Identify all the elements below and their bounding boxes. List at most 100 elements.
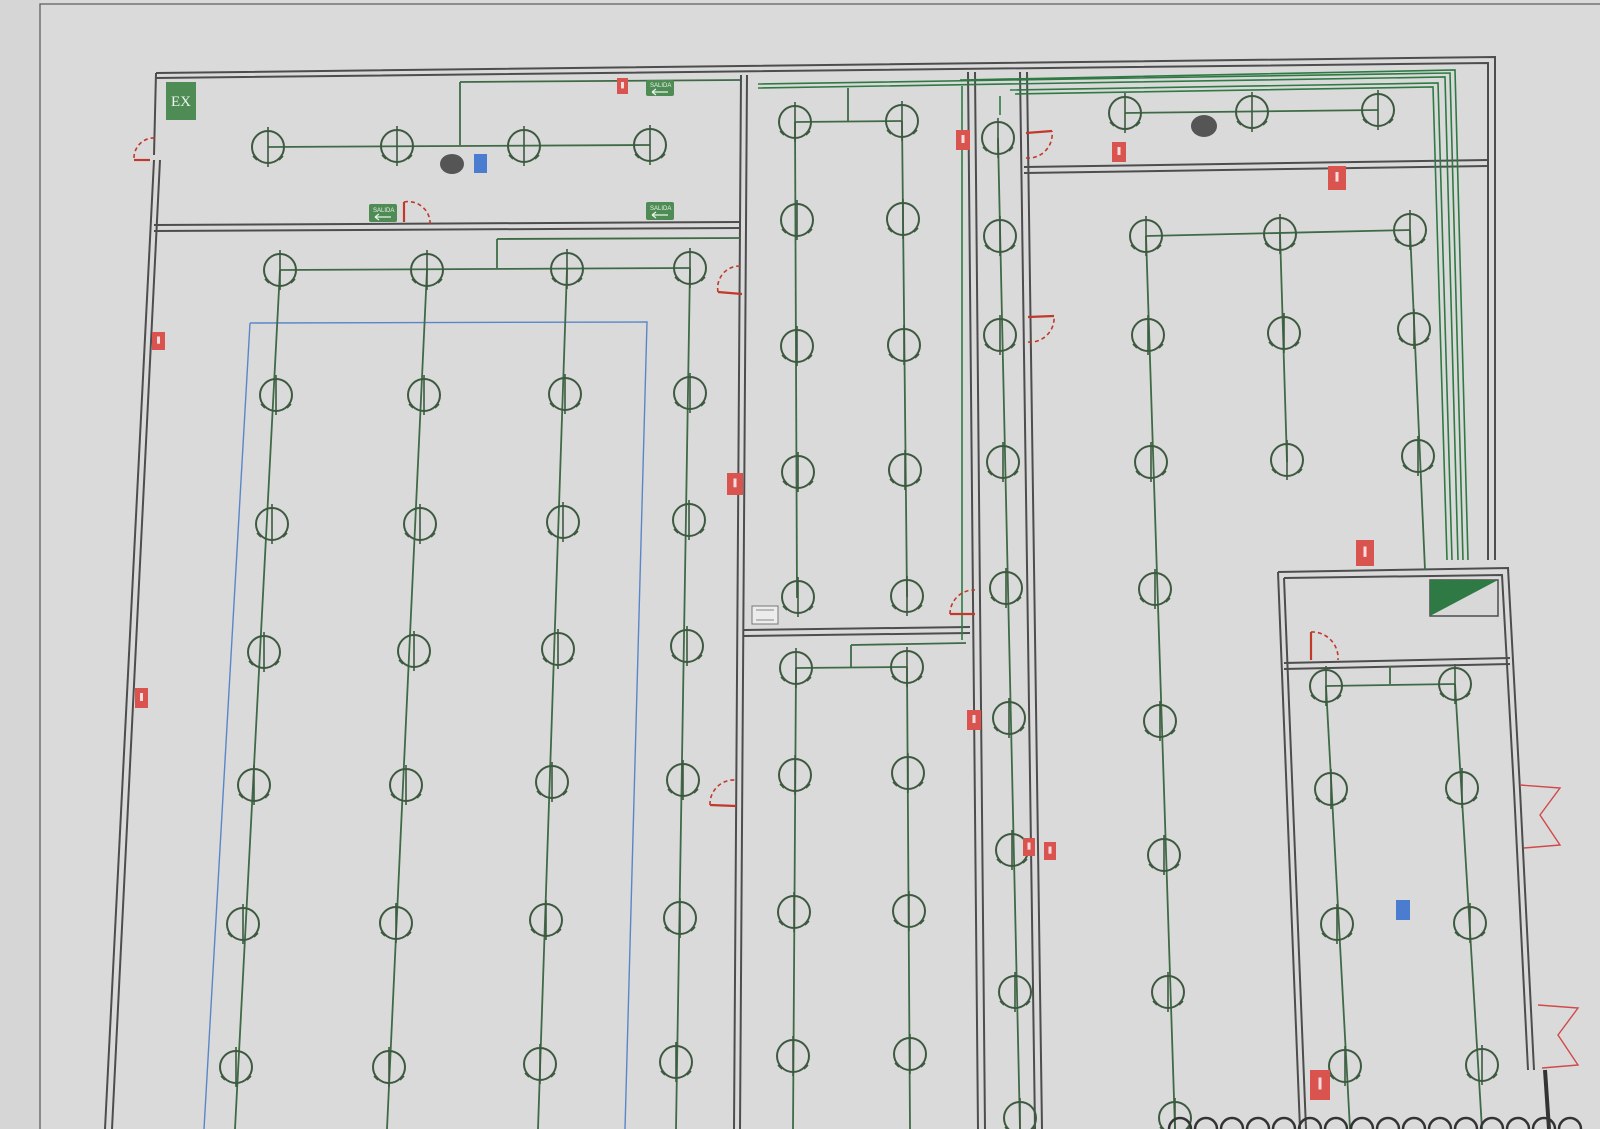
exit-sign-icon: SALIDA [369,204,397,222]
luminaire-icon [403,504,437,544]
luminaire-icon [670,626,704,666]
luminaire-icon [888,450,922,490]
door-swing-icon [402,200,431,227]
fire-extinguisher-icon [135,688,148,708]
luminaire-icon [1143,701,1177,741]
luminaire-icon [778,755,812,795]
zone-boundary [249,321,648,1129]
luminaire-icon [410,250,444,290]
luminaire-icon [1138,569,1172,609]
bottom-device-row [1167,1116,1583,1129]
equipment-icon [1191,115,1217,137]
exit-sign-label: SALIDA [373,208,394,214]
luminaire-icon [1134,442,1168,482]
fire-extinguisher-icon [617,78,628,94]
luminaire-icon [407,375,441,415]
device-mark [1479,1116,1505,1129]
luminaire-icon [1108,93,1142,133]
door-swing-icon [1309,631,1339,661]
device-layer [440,115,1499,920]
luminaire-icon [1270,440,1304,480]
exit-sign-label: SALIDA [650,206,671,212]
luminaire-icon [673,373,707,413]
fire-extinguisher-icon [1356,540,1374,566]
luminaire-icon [983,216,1017,256]
luminaire-icon [891,753,925,793]
luminaire-icon [892,891,926,931]
device-mark [1323,1116,1349,1129]
luminaire-icon [1129,216,1163,256]
luminaire-icon [986,442,1020,482]
luminaire-icon [1267,313,1301,353]
emergency-exit-label: EX [171,94,191,110]
device-mark [1557,1116,1583,1129]
luminaire-icon [893,1034,927,1074]
door-swing-icon [716,265,743,296]
luminaire-icon [1320,904,1354,944]
luminaire-icon [219,1047,253,1087]
luminaire-icon [1401,436,1435,476]
luminaire-icon [1151,972,1185,1012]
luminaire-icon [777,892,811,932]
luminaire-icon [1147,835,1181,875]
exterior-ramps [1519,784,1580,1069]
luminaire-icon [992,698,1026,738]
luminaire-icon [1393,210,1427,250]
luminaire-icon [1328,1046,1362,1086]
device-mark [1453,1116,1479,1129]
luminaire-icon [1397,309,1431,349]
door-layer [133,129,1339,808]
luminaire-icon [1309,666,1343,706]
luminaire-icon [887,325,921,365]
device-mark [1167,1116,1193,1129]
luminaire-icon [1438,664,1472,704]
device-mark [1193,1116,1219,1129]
door-swing-icon [1027,314,1055,343]
fire-extinguisher-icon [1023,838,1035,856]
luminaire-icon [673,248,707,288]
luminaire-icon [633,125,667,165]
luminaire-icon [890,647,924,687]
exit-sign-label: SALIDA [650,83,671,89]
drawing-frame [39,3,1600,1129]
fire-extinguisher-icon [967,710,981,730]
device-mark [1245,1116,1271,1129]
luminaire-icon [380,126,414,166]
luminaire-icon [981,118,1015,158]
device-mark [1349,1116,1375,1129]
fire-extinguisher-icon [1112,142,1126,162]
feeder-bundle [757,69,1469,640]
door-swing-icon [709,779,737,808]
luminaire-icon [1465,1045,1499,1085]
luminaire-icon [1445,768,1479,808]
luminaire-icon [255,504,289,544]
luminaire-icon [247,632,281,672]
luminaire-icon [1263,214,1297,254]
luminaire-icon [890,576,924,616]
luminaire-icon [779,648,813,688]
luminaire-icon [776,1036,810,1076]
luminaire-icon [886,199,920,239]
fire-extinguisher-icon [727,473,743,495]
luminaire-icon [550,249,584,289]
luminaire-icon [778,102,812,142]
luminaire-icon [541,629,575,669]
luminaire-icon [1003,1098,1037,1129]
equipment-icon [440,154,464,174]
luminaire-icon [379,903,413,943]
equipment-icon [474,154,487,173]
luminaire-icon [523,1044,557,1084]
device-mark [1375,1116,1401,1129]
device-mark [1505,1116,1531,1129]
luminaire-icon [529,900,563,940]
luminaire-icon [781,452,815,492]
luminaire-icon [672,500,706,540]
luminaire-icon [251,127,285,167]
luminaire-icon [546,502,580,542]
luminaire-icon [548,374,582,414]
luminaire-icon [989,568,1023,608]
electrical-panel-icon [1429,579,1499,617]
luminaire-layer [219,90,1499,1129]
door-swing-icon [133,137,157,162]
luminaire-icon [781,577,815,617]
